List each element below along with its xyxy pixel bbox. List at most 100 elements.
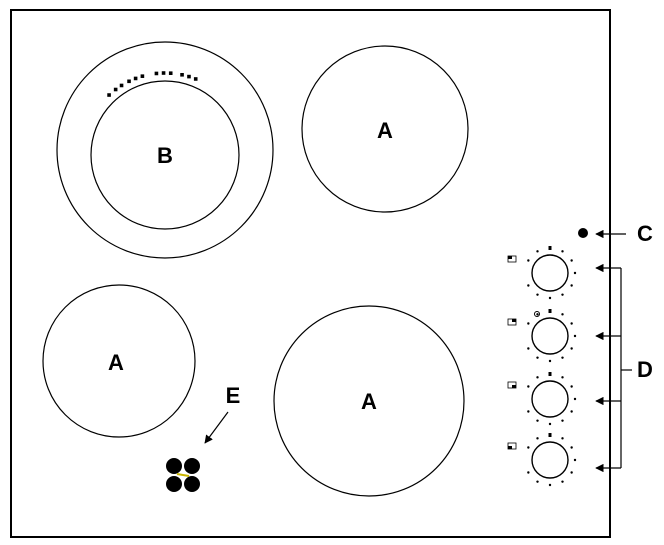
label-a-front-left: A xyxy=(108,350,124,375)
marker-dot xyxy=(119,83,124,88)
zone-position-icon xyxy=(507,381,517,389)
knob-dial[interactable] xyxy=(531,254,569,292)
knob-scale-dot xyxy=(527,259,530,262)
marker-dot xyxy=(180,72,184,77)
icon-quadrant xyxy=(512,319,516,322)
knob-scale-dot xyxy=(548,309,552,313)
knob-scale-dot xyxy=(536,437,539,440)
knob-scale-dot xyxy=(548,296,552,300)
control-knobs xyxy=(507,246,577,487)
label-d: D xyxy=(637,357,653,382)
knob-scale-dot xyxy=(527,446,530,449)
marker-dot xyxy=(168,71,173,75)
dual-zone-outer-ring xyxy=(56,41,274,259)
knob-scale-dot xyxy=(536,250,539,253)
label-a-rear-right: A xyxy=(377,118,393,143)
knob-scale-dot xyxy=(548,422,552,426)
marker-dot xyxy=(140,74,145,78)
knob-scale-dot xyxy=(536,356,539,359)
knob-scale-dot xyxy=(561,356,564,359)
icon-quadrant xyxy=(508,256,512,259)
knob-scale-dot xyxy=(536,293,539,296)
knob-scale-dot xyxy=(561,419,564,422)
knob-scale-dot xyxy=(527,284,530,287)
knob-scale-dot xyxy=(561,293,564,296)
knob-scale-dot xyxy=(570,410,573,413)
knob-dial[interactable] xyxy=(531,380,569,418)
marker-dot xyxy=(187,74,191,79)
knob-scale-dot xyxy=(527,410,530,413)
knob-scale-dot xyxy=(561,437,564,440)
symbol-dot xyxy=(184,458,200,474)
zone-ring xyxy=(42,284,196,438)
control-knob[interactable] xyxy=(507,309,577,363)
knob-scale-dot xyxy=(536,480,539,483)
knob-scale-dot xyxy=(573,458,577,462)
knob-scale-dot xyxy=(573,334,577,338)
knob-scale-dot xyxy=(561,376,564,379)
knob-scale-dot xyxy=(527,322,530,325)
symbol-dot xyxy=(166,458,182,474)
marker-dot xyxy=(154,71,159,76)
zone-position-icon xyxy=(507,255,517,263)
cooking-zone-front-left: A xyxy=(42,284,196,438)
knobs-callout: D xyxy=(595,263,653,473)
knob-scale-dot xyxy=(573,271,577,275)
cooking-zone-rear-right: A xyxy=(301,45,469,213)
symbol-accent-line xyxy=(176,473,190,477)
label-e: E xyxy=(226,383,241,408)
knob-scale-dot xyxy=(573,397,577,401)
knob-scale-dot xyxy=(570,471,573,474)
knob-scale-dot xyxy=(570,347,573,350)
marker-dot xyxy=(113,87,118,92)
dual-zone-inner-ring xyxy=(90,80,240,230)
arrow-e xyxy=(204,411,229,444)
knob-scale-dot xyxy=(548,483,552,487)
knob-scale-dot xyxy=(536,376,539,379)
cooking-zone-front-center: A xyxy=(273,305,465,497)
marker-dot xyxy=(107,93,111,97)
control-knob[interactable] xyxy=(507,433,577,487)
knob-scale-dot xyxy=(527,385,530,388)
knob-scale-dot xyxy=(527,347,530,350)
control-knob[interactable] xyxy=(507,246,577,300)
symbol-dot xyxy=(184,476,200,492)
knob-scale-dot xyxy=(570,284,573,287)
knob-scale-dot xyxy=(548,433,552,437)
knob-scale-dot xyxy=(570,385,573,388)
label-b: B xyxy=(157,143,173,168)
knob-scale-dot xyxy=(527,471,530,474)
dual-zone-rear-left: B xyxy=(56,41,274,259)
zone-layout-symbol: E xyxy=(166,383,240,492)
knob-scale-dot xyxy=(548,246,552,250)
knob-scale-dot xyxy=(570,259,573,262)
symbol-dot xyxy=(166,476,182,492)
knob-scale-dot xyxy=(561,250,564,253)
knob-scale-dot xyxy=(536,419,539,422)
zone-ring xyxy=(273,305,465,497)
knob-scale-dot xyxy=(561,313,564,316)
icon-quadrant xyxy=(512,385,516,388)
indicator-light xyxy=(578,228,588,238)
knob-scale-dot xyxy=(548,372,552,376)
marker-dot xyxy=(161,71,166,75)
knob-dial[interactable] xyxy=(531,317,569,355)
label-a-front-center: A xyxy=(361,389,377,414)
knob-scale-dot xyxy=(570,322,573,325)
cooktop-outline xyxy=(10,9,611,538)
control-knob[interactable] xyxy=(507,372,577,426)
label-c: C xyxy=(637,221,653,246)
zone-position-icon xyxy=(507,318,517,326)
marker-dot xyxy=(127,79,131,84)
knob-scale-dot xyxy=(548,359,552,363)
knob-dial[interactable] xyxy=(531,441,569,479)
knob-scale-dot xyxy=(570,446,573,449)
marker-dot xyxy=(193,77,198,81)
residual-heat-indicator: C xyxy=(578,221,653,246)
dual-zone-marker-dots xyxy=(107,71,198,97)
knob-scale-dot xyxy=(536,313,539,316)
knob-scale-dot xyxy=(561,480,564,483)
knob-extra-mark xyxy=(534,311,540,317)
marker-dot xyxy=(133,76,138,81)
